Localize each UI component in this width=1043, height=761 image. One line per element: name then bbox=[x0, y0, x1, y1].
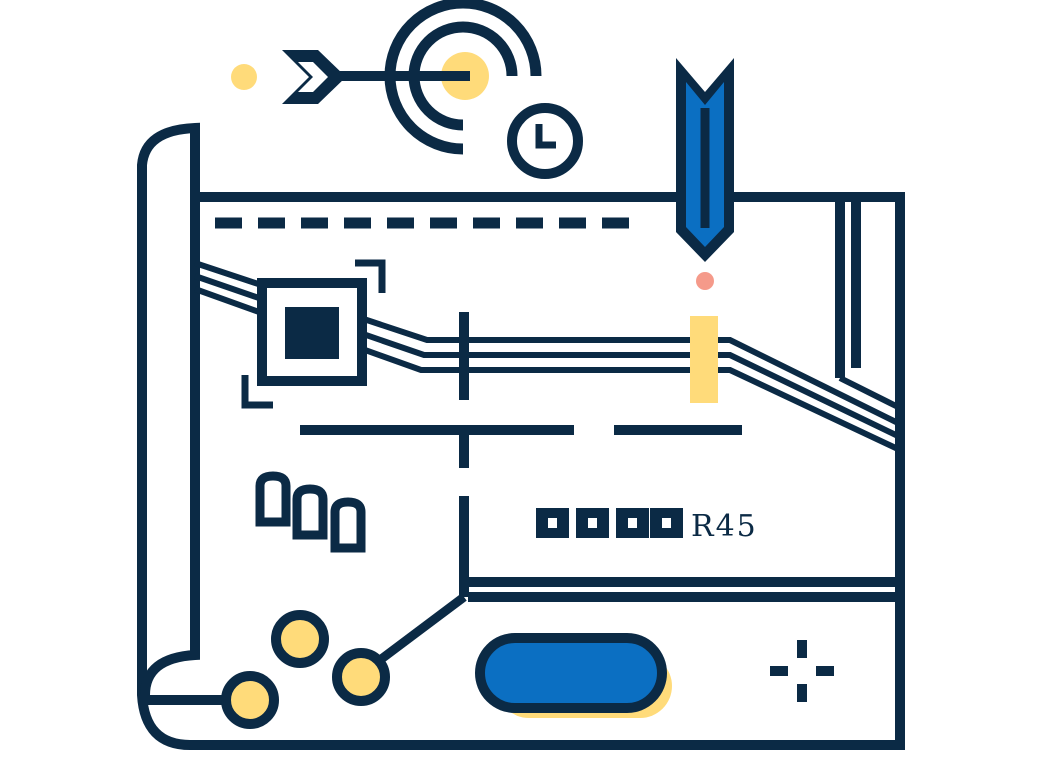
circuit-node-icon bbox=[221, 593, 467, 729]
chip-icon bbox=[241, 259, 386, 409]
blueprint-scroll-icon bbox=[137, 122, 905, 750]
resistor-icon bbox=[690, 316, 718, 403]
decor-dot bbox=[231, 64, 257, 90]
capacitor-icon bbox=[255, 471, 366, 553]
pill-slot bbox=[475, 633, 672, 718]
connector-label: R45 bbox=[691, 509, 758, 544]
crosshair-icon bbox=[770, 640, 834, 702]
laser-dot bbox=[696, 272, 714, 290]
connector-pins bbox=[536, 508, 683, 538]
clock-icon bbox=[507, 103, 583, 179]
pen-nib-icon bbox=[676, 58, 734, 262]
arrow-icon bbox=[282, 50, 470, 104]
